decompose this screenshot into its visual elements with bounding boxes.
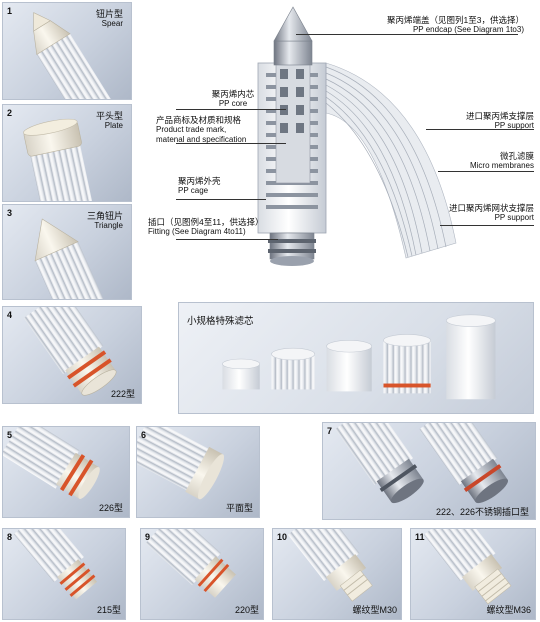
cartridge-panel-220: 9 220型: [140, 528, 264, 620]
cartridge-panel-triangle: 3 三角钮片 Triangle: [2, 204, 132, 300]
cartridge-label: 226型: [98, 503, 123, 513]
label-pp-cage: 聚丙烯外壳 PP cage: [178, 176, 221, 196]
small-cartridge: [222, 358, 261, 390]
cartridge-number: 1: [7, 6, 13, 16]
cartridge-cutaway-diagram: 聚丙烯端盖（见图列1至3，供选择） PP endcap (See Diagram…: [148, 3, 536, 281]
spear-cartridge-image: [33, 12, 112, 99]
cartridge-m30-image: [287, 529, 373, 602]
cartridge-panel-spear: 1 钮片型 Spear: [2, 2, 132, 100]
triangle-cartridge-image: [34, 218, 104, 299]
label-pp-support-outer: 进口聚丙烯网状支撑层 PP support: [448, 203, 534, 223]
cartridge-label: 平头型 Plate: [95, 111, 123, 131]
leader-line: [438, 171, 534, 172]
cartridge-m36-image: [423, 529, 512, 605]
cartridge-number: 6: [141, 430, 147, 440]
cartridge-222-image: [23, 307, 117, 396]
cartridge-number: 2: [7, 108, 13, 118]
leader-line: [440, 225, 534, 226]
cartridge-panel-m36: 11 螺纹型M36: [410, 528, 536, 620]
cartridge-number: 9: [145, 532, 151, 542]
cartridge-panel-226: 5 226型: [2, 426, 130, 518]
cartridge-number: 8: [7, 532, 13, 542]
cartridge-stainless-image: [335, 423, 509, 504]
cartridge-number: 7: [327, 426, 333, 436]
leader-line: [176, 239, 278, 240]
leader-line: [296, 34, 518, 35]
label-pp-support-inner: 进口聚丙烯支撑层 PP support: [465, 111, 534, 131]
cartridge-label: 222型: [110, 389, 135, 399]
cartridge-flat-image: [137, 427, 225, 500]
label-fitting: 插口（见图例4至11，供选择） Fitting (See Diagram 4to…: [148, 217, 264, 237]
cartridge-number: 4: [7, 310, 13, 320]
small-cartridges-panel: 小规格特殊滤芯: [178, 302, 534, 414]
leader-line: [426, 129, 534, 130]
cartridge-number: 3: [7, 208, 13, 218]
cartridge-label: 平面型: [225, 503, 253, 513]
cartridge-number: 10: [277, 532, 288, 542]
cartridge-label: 螺纹型M36: [486, 605, 531, 615]
small-cartridge: [446, 314, 496, 400]
label-product-trademark: 产品商标及材质和规格 Product trade mark, matenal a…: [156, 115, 247, 144]
cartridge-label: 螺纹型M30: [352, 605, 397, 615]
cartridge-panel-flat: 6 平面型: [136, 426, 260, 518]
cartridge-label: 钮片型 Spear: [95, 9, 123, 29]
cartridge-panel-222: 4 222型: [2, 306, 142, 404]
cartridge-label: 215型: [96, 605, 121, 615]
cartridge-label: 222、226不锈钢插口型: [435, 507, 529, 517]
cartridge-label: 三角钮片 Triangle: [86, 211, 123, 231]
cartridge-215-image: [13, 529, 98, 600]
cartridge-panel-m30: 10 螺纹型M30: [272, 528, 402, 620]
cartridge-220-image: [145, 529, 236, 598]
leader-line: [176, 143, 286, 144]
cutaway-illustration: [176, 3, 536, 281]
cartridge-number: 5: [7, 430, 13, 440]
cartridge-panel-215: 8 215型: [2, 528, 126, 620]
cartridge-226-image: [3, 427, 100, 499]
small-cartridge: [383, 334, 431, 394]
label-micro-membranes: 微孔滤膜 Micro membranes: [469, 151, 534, 171]
leader-line: [176, 109, 286, 110]
fanned-pleats: [325, 62, 457, 259]
small-cartridge: [271, 347, 316, 390]
cartridge-number: 11: [415, 532, 425, 542]
small-cartridges-image: [222, 314, 496, 400]
cartridge-panel-plate: 2 平头型 Plate: [2, 104, 132, 202]
small-cartridge: [326, 340, 373, 392]
panel-title: 小规格特殊滤芯: [187, 316, 254, 327]
plate-cartridge-image: [23, 118, 93, 201]
label-pp-core: 聚丙烯内芯 PP core: [211, 89, 255, 109]
label-pp-endcap: 聚丙烯端盖（见图列1至3，供选择） PP endcap (See Diagram…: [387, 15, 524, 35]
leader-line: [176, 199, 266, 200]
cartridge-label: 220型: [234, 605, 259, 615]
cartridge-panel-stainless: 7 222、226不锈钢插口型: [322, 422, 536, 520]
